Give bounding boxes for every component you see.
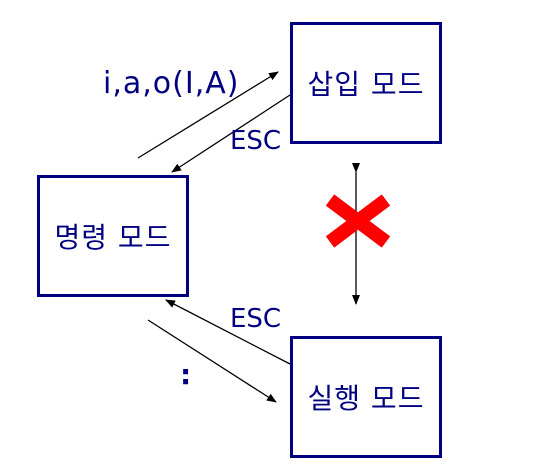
cross-icon	[325, 194, 391, 248]
edge-label-insert-to-command: ESC	[230, 126, 282, 156]
execute-mode-node: 실행 모드	[290, 336, 442, 458]
arrow-insert-to-command	[171, 94, 291, 173]
arrow-command-to-execute	[147, 319, 277, 403]
execute-mode-label: 실행 모드	[307, 382, 425, 415]
insert-mode-node: 삽입 모드	[290, 22, 442, 144]
command-mode-node: 명령 모드	[37, 175, 189, 297]
edge-label-command-to-insert: i,a,o(I,A)	[103, 66, 240, 101]
edge-label-execute-to-command: ESC	[230, 304, 282, 334]
arrow-execute-to-command	[165, 299, 291, 365]
insert-mode-label: 삽입 모드	[307, 68, 425, 101]
edge-label-command-to-execute: :	[180, 358, 192, 391]
command-mode-label: 명령 모드	[54, 221, 172, 254]
arrow-command-to-insert	[137, 71, 279, 159]
